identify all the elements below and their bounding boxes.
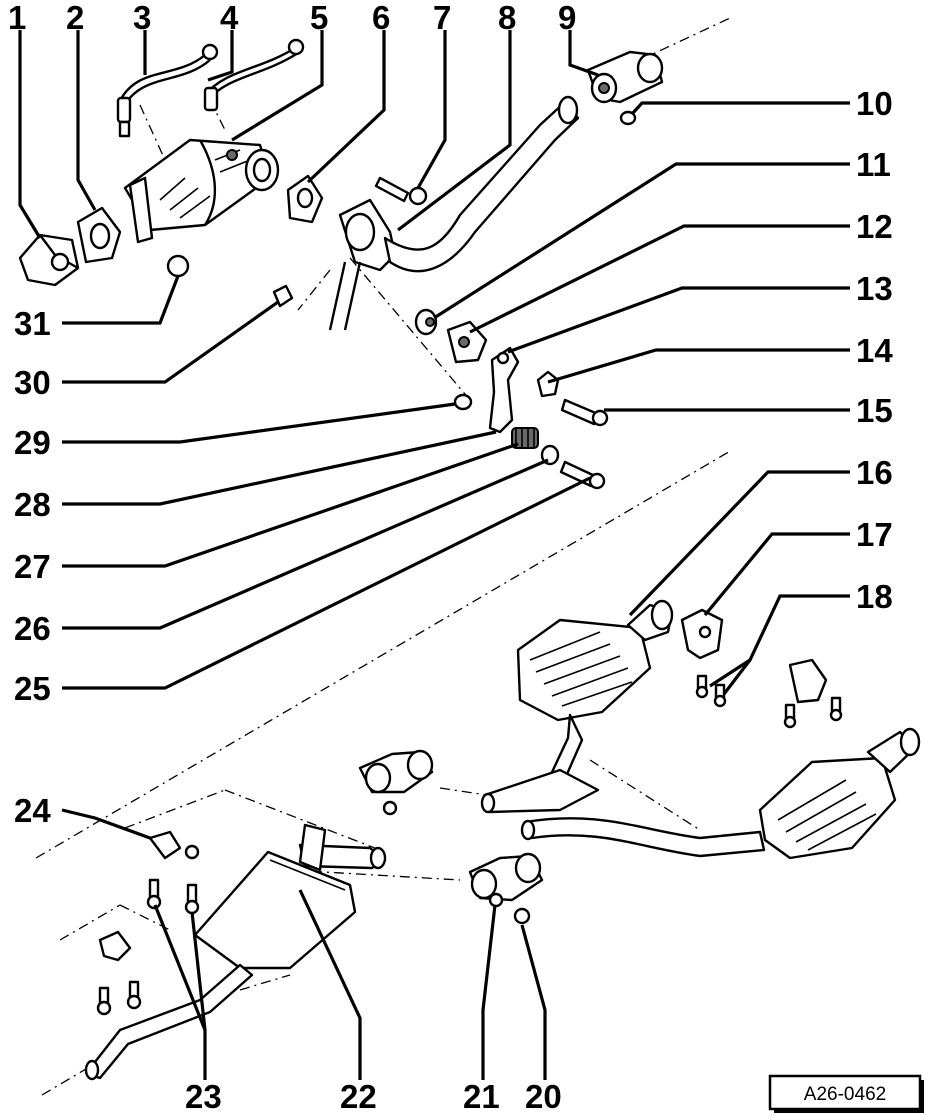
label-8: 8 bbox=[498, 0, 516, 36]
label-24: 24 bbox=[14, 792, 51, 829]
label-23: 23 bbox=[185, 1078, 222, 1115]
mount-24 bbox=[148, 830, 200, 860]
clamp-upper-middle bbox=[358, 749, 434, 816]
label-30: 30 bbox=[14, 364, 51, 401]
catalytic-converter bbox=[123, 138, 280, 244]
reference-code-box: A26-0462 bbox=[768, 1074, 924, 1113]
exhaust-manifold-pipe bbox=[18, 233, 80, 287]
rubber-mount-12 bbox=[446, 320, 488, 364]
label-31: 31 bbox=[14, 305, 51, 342]
nut-10 bbox=[619, 110, 637, 126]
label-13: 13 bbox=[856, 270, 893, 307]
label-14: 14 bbox=[856, 332, 893, 369]
label-5: 5 bbox=[310, 0, 328, 36]
bolts-23 bbox=[96, 878, 200, 1016]
bracket-13 bbox=[488, 346, 520, 434]
part-number-labels: 1 2 3 4 5 6 7 8 9 10 11 12 13 14 15 16 1… bbox=[8, 0, 893, 1115]
label-26: 26 bbox=[14, 610, 51, 647]
label-25: 25 bbox=[14, 670, 51, 707]
label-7: 7 bbox=[433, 0, 451, 36]
rear-silencer-16 bbox=[480, 599, 674, 814]
bolt-15 bbox=[560, 398, 609, 427]
label-27: 27 bbox=[14, 548, 51, 585]
label-11: 11 bbox=[856, 146, 891, 183]
label-15: 15 bbox=[856, 392, 893, 429]
label-9: 9 bbox=[558, 0, 576, 36]
front-pipe bbox=[328, 95, 580, 331]
oxygen-sensors bbox=[116, 38, 305, 138]
reference-code: A26-0462 bbox=[804, 1084, 886, 1105]
label-16: 16 bbox=[856, 454, 893, 491]
label-21: 21 bbox=[463, 1078, 500, 1115]
label-4: 4 bbox=[220, 0, 239, 36]
bolt-26 bbox=[559, 460, 606, 490]
washer-29 bbox=[453, 393, 473, 411]
label-18: 18 bbox=[856, 578, 893, 615]
label-3: 3 bbox=[133, 0, 151, 36]
bolt-7 bbox=[374, 176, 428, 206]
label-20: 20 bbox=[525, 1078, 562, 1115]
label-6: 6 bbox=[372, 0, 390, 36]
gasket-6 bbox=[286, 174, 324, 224]
center-silencer-22 bbox=[84, 823, 387, 1081]
washer-11 bbox=[414, 308, 438, 336]
label-2: 2 bbox=[66, 0, 84, 36]
clamp-21-20 bbox=[468, 852, 544, 925]
rear-silencer-right bbox=[520, 727, 921, 860]
label-28: 28 bbox=[14, 486, 51, 523]
label-12: 12 bbox=[856, 208, 893, 245]
leader-lines bbox=[18, 30, 850, 1080]
label-22: 22 bbox=[340, 1078, 377, 1115]
nut-31 bbox=[166, 254, 190, 278]
spring-28 bbox=[511, 427, 539, 449]
nut-14 bbox=[536, 370, 560, 398]
label-10: 10 bbox=[856, 85, 893, 122]
label-29: 29 bbox=[14, 424, 51, 461]
nut-30 bbox=[272, 284, 294, 308]
label-1: 1 bbox=[8, 0, 26, 36]
clamp-9 bbox=[586, 50, 664, 104]
label-17: 17 bbox=[856, 516, 893, 553]
bracket-17 bbox=[680, 608, 724, 660]
bolts-18 bbox=[695, 658, 843, 729]
flange-gasket bbox=[76, 206, 122, 264]
